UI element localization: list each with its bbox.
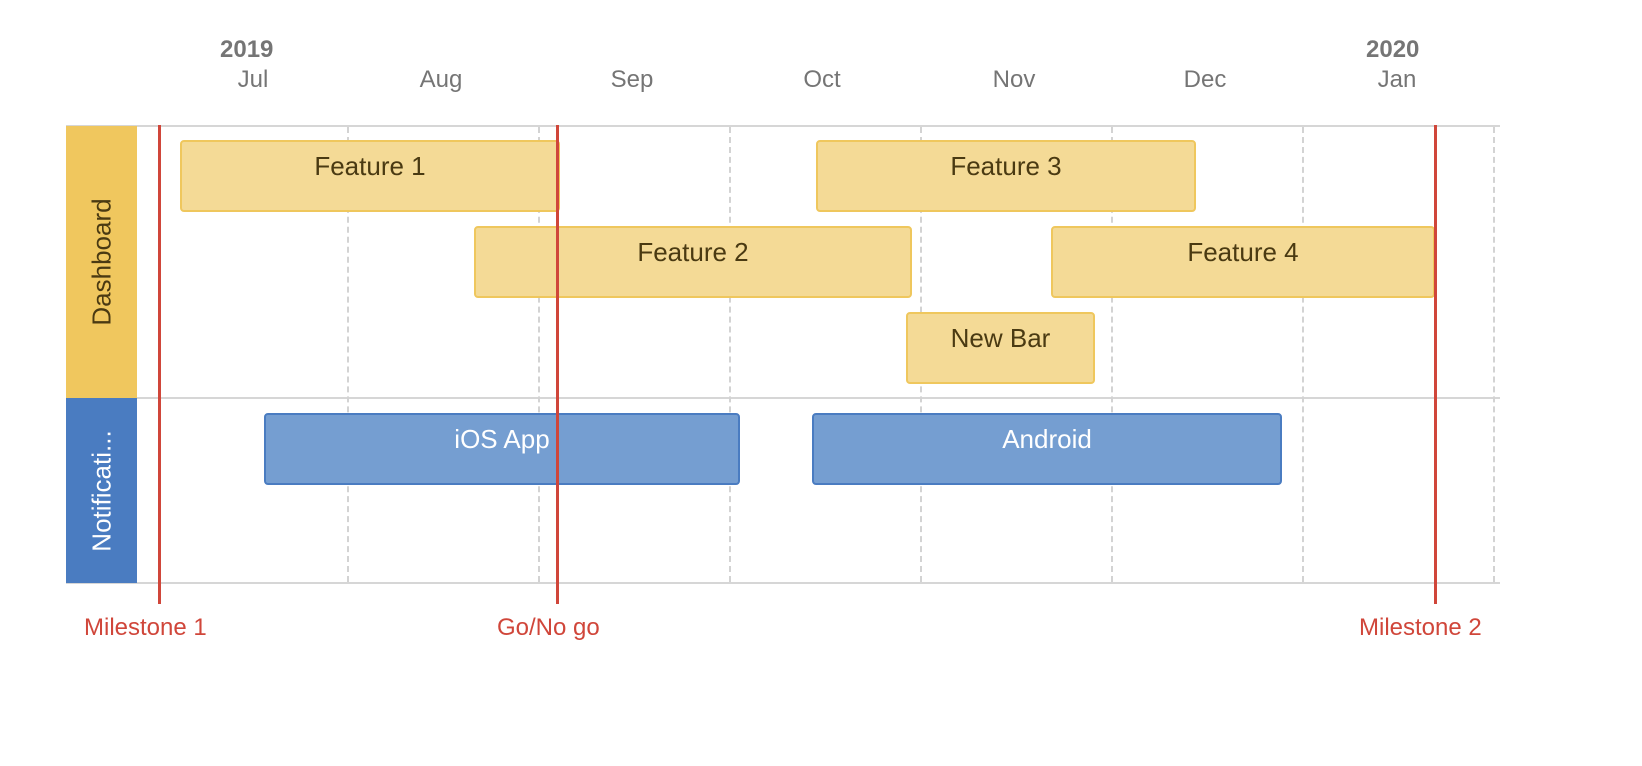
month-label-jan: Jan <box>1377 66 1417 93</box>
year-label-2020: 2020 <box>1366 36 1420 63</box>
lane-label-notifications[interactable]: Notificati... <box>66 398 137 583</box>
bar-ios-app[interactable]: iOS App <box>264 413 740 485</box>
gridline-jan <box>1302 127 1304 582</box>
lane-label-notifications-text: Notificati... <box>86 429 116 552</box>
bar-feature-3[interactable]: Feature 3 <box>816 140 1196 212</box>
lane-separator <box>66 397 1500 399</box>
gridline-feb <box>1493 127 1495 582</box>
gridline-oct <box>729 127 731 582</box>
month-label-jul: Jul <box>237 66 269 93</box>
month-label-sep: Sep <box>610 66 654 93</box>
gridline-sep <box>538 127 540 582</box>
gridline-dec <box>1111 127 1113 582</box>
month-label-oct: Oct <box>803 66 841 93</box>
month-label-nov: Nov <box>992 66 1036 93</box>
lane-label-dashboard-text: Dashboard <box>86 198 116 326</box>
milestone-line-1[interactable] <box>158 125 161 604</box>
chart-bottom-border <box>66 582 1500 584</box>
milestone-line-go-no-go[interactable] <box>556 125 559 604</box>
month-label-aug: Aug <box>419 66 463 93</box>
gridline-aug <box>347 127 349 582</box>
bar-feature-4[interactable]: Feature 4 <box>1051 226 1435 298</box>
year-label-2019: 2019 <box>220 36 274 63</box>
lane-label-dashboard[interactable]: Dashboard <box>66 126 137 398</box>
milestone-label-1[interactable]: Milestone 1 <box>84 614 207 641</box>
milestone-label-2[interactable]: Milestone 2 <box>1359 614 1482 641</box>
bar-android[interactable]: Android <box>812 413 1282 485</box>
chart-top-border <box>66 125 1500 127</box>
bar-feature-1[interactable]: Feature 1 <box>180 140 560 212</box>
month-label-dec: Dec <box>1183 66 1227 93</box>
bar-feature-2[interactable]: Feature 2 <box>474 226 912 298</box>
bar-new-bar[interactable]: New Bar <box>906 312 1095 384</box>
milestone-line-2[interactable] <box>1434 125 1437 604</box>
milestone-label-go-no-go[interactable]: Go/No go <box>497 614 600 641</box>
